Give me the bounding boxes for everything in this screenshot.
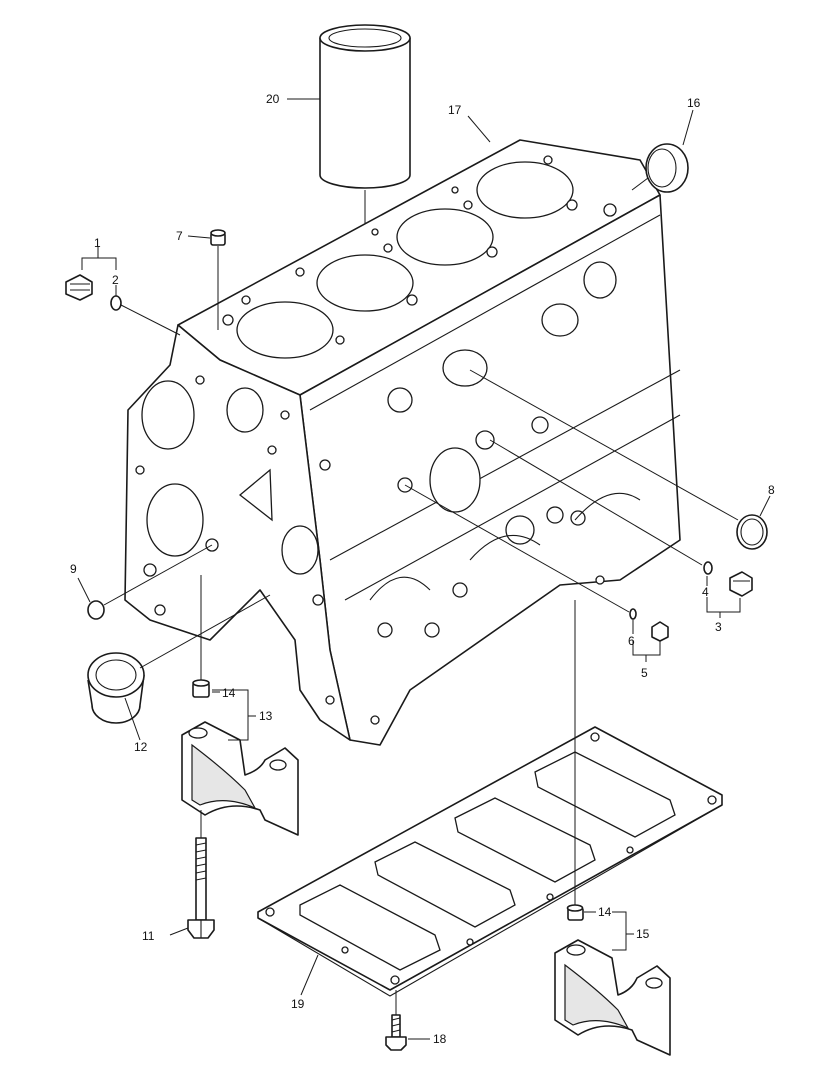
callout-2: 2 xyxy=(112,273,119,287)
callout-3: 3 xyxy=(715,620,722,634)
callout-9: 9 xyxy=(70,562,77,576)
threaded-plug-1 xyxy=(65,274,181,336)
callout-leaders xyxy=(77,98,771,1040)
ladder-frame-19 xyxy=(257,600,723,997)
main-bearing-cap-13 xyxy=(181,575,299,840)
callout-5: 5 xyxy=(641,666,648,680)
callout-labels: 20 17 16 7 1 2 8 4 3 6 5 9 12 14 13 11 1… xyxy=(70,92,775,1046)
callout-6: 6 xyxy=(628,634,635,648)
callout-17: 17 xyxy=(448,103,462,117)
seal-ring-8 xyxy=(469,369,768,550)
callout-14-upper: 14 xyxy=(222,686,236,700)
callout-14-lower: 14 xyxy=(598,905,612,919)
callout-11: 11 xyxy=(142,929,155,943)
main-bearing-cap-15 xyxy=(554,904,671,1056)
callout-12: 12 xyxy=(134,740,148,754)
frame-bolt-18 xyxy=(385,990,407,1051)
cap-bolt-11 xyxy=(187,837,215,939)
cylinder-liner xyxy=(319,24,411,290)
cup-plug xyxy=(631,143,689,193)
callout-4: 4 xyxy=(702,585,709,599)
callout-18: 18 xyxy=(433,1032,447,1046)
small-plug-7 xyxy=(210,229,226,330)
cylinder-block xyxy=(124,139,681,746)
cup-plug-9 xyxy=(87,544,213,620)
callout-7: 7 xyxy=(176,229,183,243)
callout-8: 8 xyxy=(768,483,775,497)
callout-13: 13 xyxy=(259,709,273,723)
callout-20: 20 xyxy=(266,92,280,106)
threaded-plug-5 xyxy=(404,484,669,642)
callout-15: 15 xyxy=(636,927,650,941)
callout-1: 1 xyxy=(94,236,101,250)
callout-16: 16 xyxy=(687,96,701,110)
callout-19: 19 xyxy=(291,997,305,1011)
threaded-plug-3 xyxy=(489,439,753,597)
